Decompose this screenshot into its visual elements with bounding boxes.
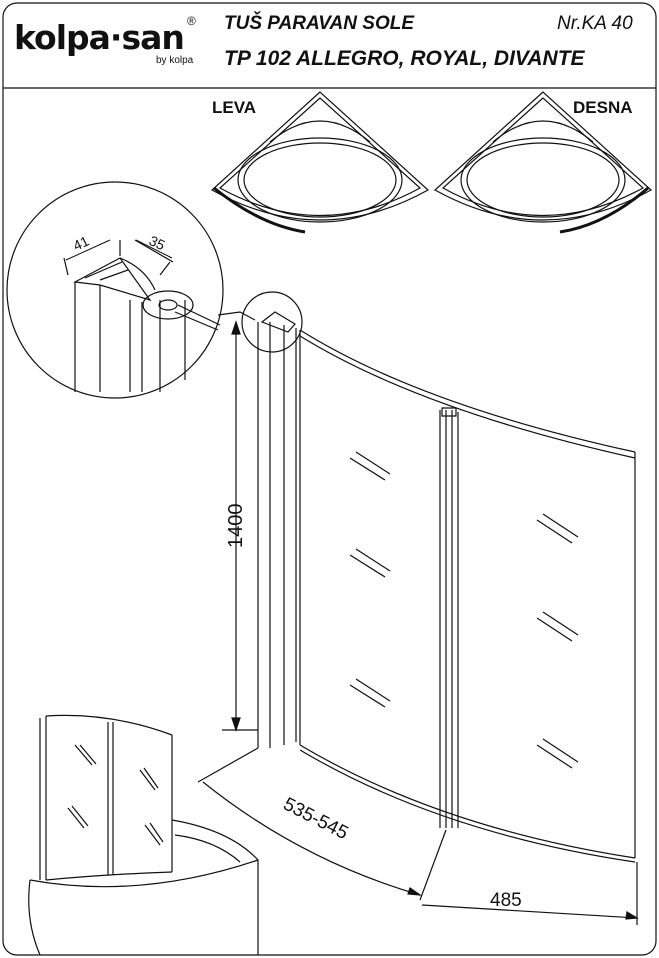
height-dimension-line: 1400 <box>222 320 258 732</box>
brand-subtitle: by kolpa <box>156 55 194 66</box>
catalog-number: Nr.KA 40 <box>557 13 633 34</box>
product-title: TUŠ PARAVAN SOLE <box>224 13 415 34</box>
right-variant-label: DESNA <box>573 98 633 117</box>
profile-detail: 41 35 <box>6 181 256 399</box>
second-panel-width: 485 <box>490 890 522 911</box>
registered-mark: ® <box>187 14 196 28</box>
left-variant-label: LEVA <box>212 98 256 117</box>
profile-width-dimension: 41 <box>71 233 92 254</box>
brand-logo: kolpa·san <box>14 18 185 57</box>
left-corner-tub <box>210 91 430 234</box>
detail-callout-circle <box>241 291 303 353</box>
glass-reflection-marks <box>349 451 579 769</box>
installed-preview <box>28 714 259 956</box>
shower-screen <box>257 311 636 863</box>
width-dimension-lines: 535-545 485 <box>197 747 639 925</box>
right-corner-tub <box>433 91 653 234</box>
height-dimension: 1400 <box>225 504 247 549</box>
product-models: TP 102 ALLEGRO, ROYAL, DIVANTE <box>224 47 585 70</box>
profile-depth-dimension: 35 <box>147 232 168 253</box>
first-panel-width: 535-545 <box>280 794 352 844</box>
